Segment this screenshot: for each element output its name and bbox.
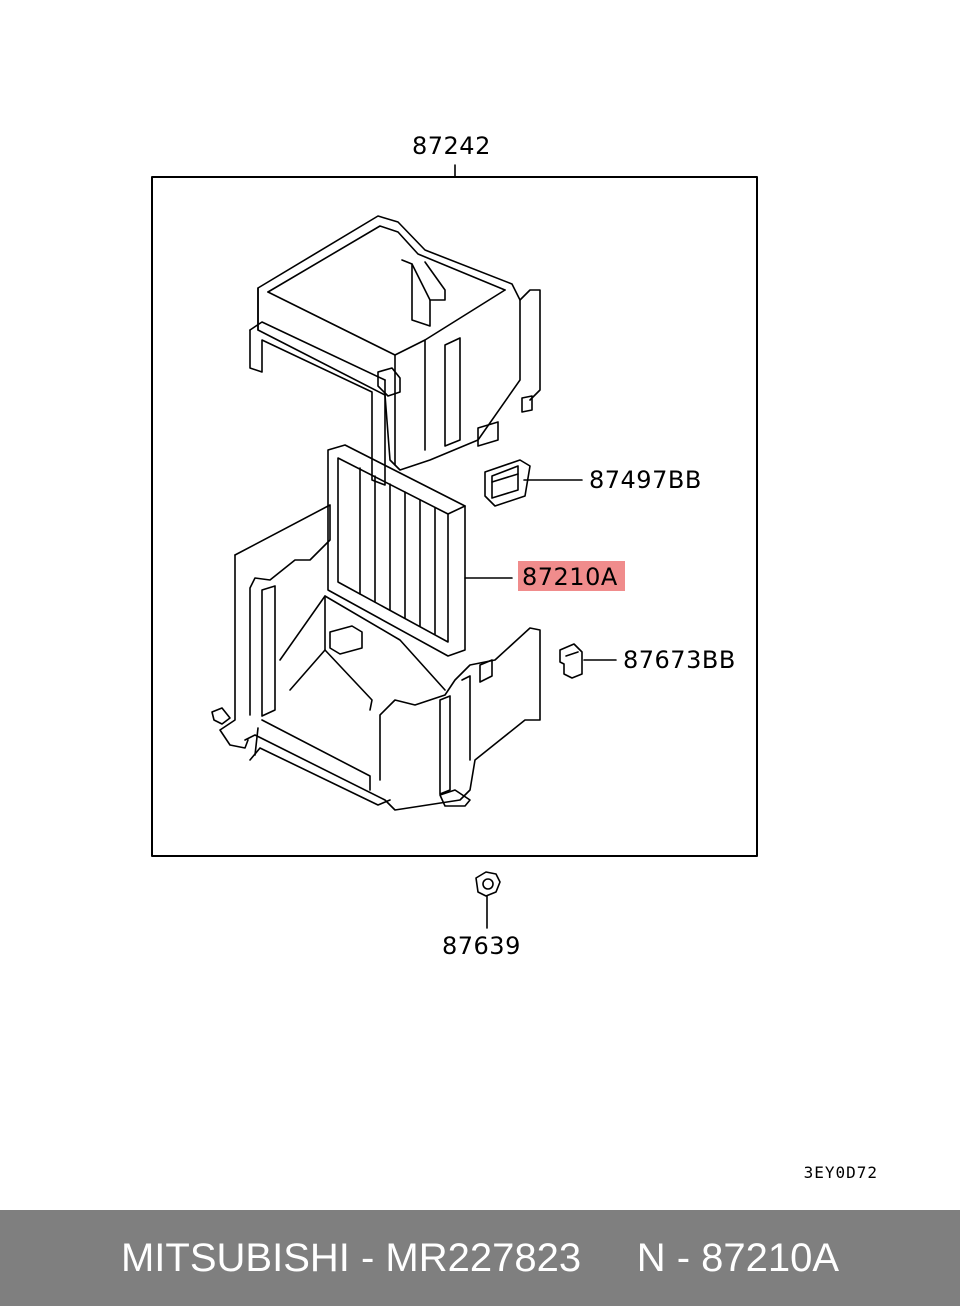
footer-brand: MITSUBISHI bbox=[120, 1236, 350, 1280]
footer-bar: MITSUBISHI - MR227823 N - 87210A bbox=[0, 1210, 960, 1306]
callout-87639: 87639 bbox=[442, 932, 521, 960]
parts-diagram: 87242 87497BB 87210A 87673BB 87639 3EY0D… bbox=[151, 132, 878, 1182]
footer-ref: N - 87210A bbox=[636, 1236, 840, 1280]
callout-87673BB: 87673BB bbox=[623, 646, 736, 674]
nut-part bbox=[475, 871, 501, 897]
callout-87210A-highlighted: 87210A bbox=[518, 561, 625, 591]
exploded-view bbox=[151, 164, 758, 929]
upper-housing bbox=[249, 215, 541, 486]
callout-87242: 87242 bbox=[412, 132, 491, 160]
bracket-part bbox=[484, 459, 531, 507]
diagram-code: 3EY0D72 bbox=[803, 1163, 878, 1182]
footer-part-number: MR227823 bbox=[385, 1236, 582, 1280]
assembly-frame bbox=[151, 176, 758, 857]
filter-element bbox=[327, 444, 466, 657]
clip-part bbox=[559, 643, 583, 679]
callout-87497BB: 87497BB bbox=[589, 466, 702, 494]
lower-housing bbox=[211, 504, 541, 811]
